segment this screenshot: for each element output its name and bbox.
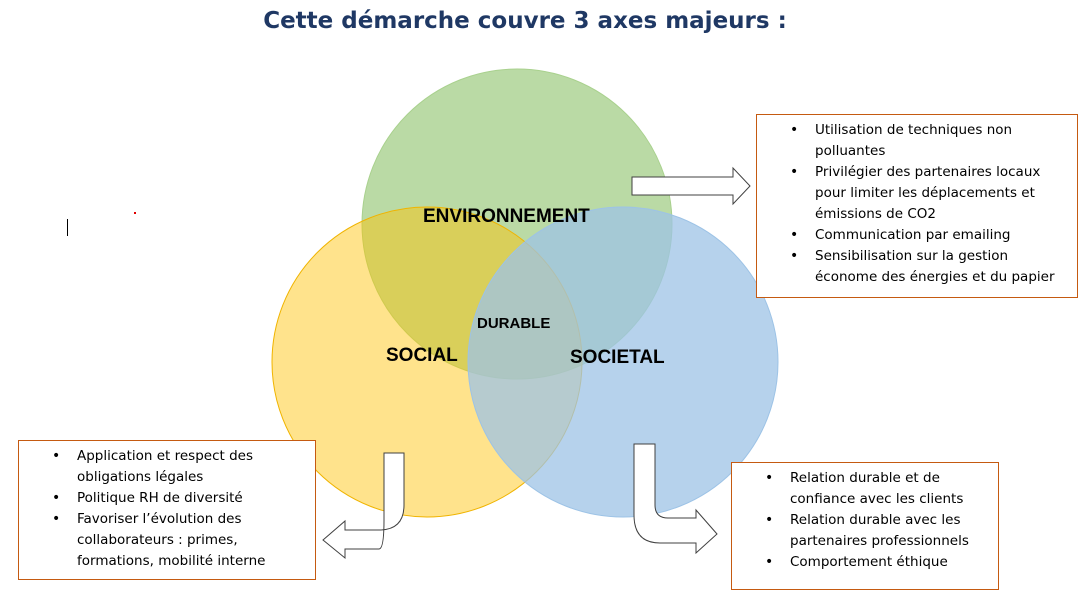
list-item: Politique RH de diversité bbox=[52, 488, 307, 509]
arrow-environnement bbox=[631, 166, 751, 206]
list-social: Application et respect des obligations l… bbox=[19, 446, 307, 572]
label-societal: SOCIETAL bbox=[570, 347, 665, 368]
label-environnement: ENVIRONNEMENT bbox=[423, 206, 590, 227]
page-title: Cette démarche couvre 3 axes majeurs : bbox=[263, 8, 787, 34]
arrow-societal bbox=[633, 443, 718, 555]
box-societal: Relation durable et de confiance avec le… bbox=[731, 462, 999, 590]
box-social: Application et respect des obligations l… bbox=[18, 440, 316, 580]
list-item: Communication par emailing bbox=[790, 225, 1069, 246]
label-durable: DURABLE bbox=[477, 315, 551, 332]
stray-dot bbox=[134, 212, 136, 214]
list-item: Comportement éthique bbox=[765, 552, 990, 573]
arrow-social bbox=[322, 452, 405, 560]
text-cursor bbox=[67, 219, 68, 236]
list-environnement: Utilisation de techniques non polluantes… bbox=[757, 120, 1069, 288]
list-item: Privilégier des partenaires locaux pour … bbox=[790, 162, 1069, 225]
list-item: Relation durable et de confiance avec le… bbox=[765, 468, 990, 510]
list-item: Favoriser l’évolution des collaborateurs… bbox=[52, 509, 307, 572]
list-item: Application et respect des obligations l… bbox=[52, 446, 307, 488]
list-societal: Relation durable et de confiance avec le… bbox=[732, 468, 990, 573]
list-item: Utilisation de techniques non polluantes bbox=[790, 120, 1069, 162]
list-item: Sensibilisation sur la gestion économe d… bbox=[790, 246, 1069, 288]
circle-societal bbox=[467, 206, 779, 518]
list-item: Relation durable avec les partenaires pr… bbox=[765, 510, 990, 552]
box-environnement: Utilisation de techniques non polluantes… bbox=[756, 114, 1078, 298]
label-social: SOCIAL bbox=[386, 345, 458, 366]
